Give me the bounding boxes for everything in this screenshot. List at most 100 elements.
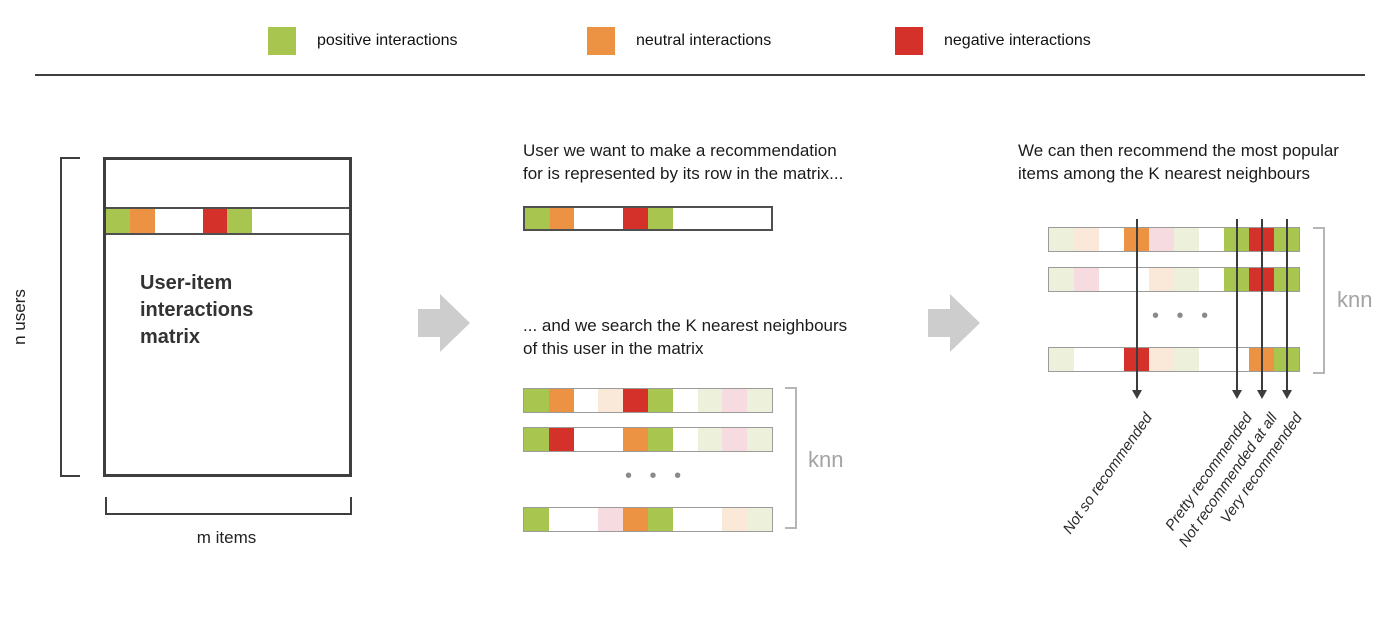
interaction-cell [1149, 348, 1174, 371]
interaction-cell [1149, 268, 1174, 291]
interaction-cell [672, 389, 698, 412]
right-caption: We can then recommend the most popular i… [1018, 139, 1339, 185]
interaction-cell [697, 208, 722, 229]
popular-items-row-1 [1048, 227, 1300, 252]
interaction-cell [598, 508, 624, 531]
interaction-cell [524, 508, 549, 531]
n-users-bracket [60, 157, 80, 477]
interaction-cell [1199, 348, 1224, 371]
popular-items-row-3 [1048, 347, 1300, 372]
interaction-cell [1074, 228, 1099, 251]
interaction-cell [598, 428, 624, 451]
legend-label-negative: negative interactions [944, 32, 1091, 49]
n-users-label: n users [10, 289, 29, 345]
interaction-cell [747, 428, 772, 451]
interaction-cell [227, 209, 252, 233]
middle-caption-top-line2: for is represented by its row in the mat… [523, 164, 844, 183]
interaction-cell [697, 428, 723, 451]
target-user-row [523, 206, 773, 231]
item-arrow-1-line [1136, 219, 1138, 391]
flow-arrow-2-body [928, 309, 950, 337]
interaction-cell [1049, 228, 1074, 251]
interaction-cell [647, 208, 673, 229]
interaction-cell [573, 508, 599, 531]
interaction-cell [672, 208, 698, 229]
interaction-cell [1049, 268, 1074, 291]
interaction-cell [106, 209, 131, 233]
middle-caption-top: User we want to make a recommendation fo… [523, 139, 843, 185]
interaction-cell [1049, 348, 1074, 371]
interaction-cell [549, 208, 575, 229]
middle-knn-bracket [785, 387, 797, 529]
interaction-cell [1074, 268, 1099, 291]
interaction-cell [276, 209, 301, 233]
interaction-cell [623, 389, 648, 412]
knn-neighbour-row-3 [523, 507, 773, 532]
middle-caption-bottom-line2: of this user in the matrix [523, 339, 704, 358]
interaction-cell [251, 209, 277, 233]
right-caption-line2: items among the K nearest neighbours [1018, 164, 1311, 183]
interaction-cell [598, 208, 624, 229]
interaction-cell [324, 209, 349, 233]
interaction-cell [1099, 268, 1124, 291]
interaction-cell [300, 209, 325, 233]
negative-swatch [895, 27, 923, 55]
matrix-title-line3: matrix [140, 326, 201, 348]
item-arrow-2-line [1236, 219, 1238, 391]
interaction-cell [1074, 348, 1099, 371]
interaction-cell [747, 389, 772, 412]
knn-neighbour-row-2 [523, 427, 773, 452]
middle-ellipsis: • • • [625, 465, 688, 487]
legend-item-positive: positive interactions [268, 27, 458, 55]
positive-swatch [268, 27, 296, 55]
interaction-cell [623, 508, 648, 531]
item-arrow-3-line [1261, 219, 1263, 391]
interaction-cell [746, 208, 771, 229]
rec-label-not-so-recommended: Not so recommended [1059, 410, 1156, 538]
middle-knn-label: knn [808, 447, 844, 472]
interaction-cell [1174, 228, 1199, 251]
flow-arrow-1-head [440, 294, 470, 352]
interaction-cell [722, 428, 748, 451]
interaction-cell [697, 508, 723, 531]
interaction-cell [548, 508, 574, 531]
item-arrow-2-head [1232, 390, 1242, 399]
flow-arrow-2-head [950, 294, 980, 352]
interaction-cell [722, 508, 748, 531]
interaction-cell [573, 428, 599, 451]
legend-label-positive: positive interactions [317, 32, 458, 49]
m-items-label: m items [196, 528, 257, 547]
legend-item-negative: negative interactions [895, 27, 1091, 55]
flow-arrow-1-body [418, 309, 440, 337]
interaction-cell [178, 209, 204, 233]
highlighted-user-row [106, 207, 349, 235]
interaction-cell [721, 208, 747, 229]
interaction-cell [574, 208, 599, 229]
interaction-cell [203, 209, 228, 233]
interaction-cell [1174, 348, 1199, 371]
m-items-bracket [105, 497, 352, 515]
header-divider [35, 74, 1365, 76]
interaction-cell [722, 389, 748, 412]
interaction-cell [647, 508, 673, 531]
right-ellipsis: • • • [1152, 305, 1215, 327]
interaction-cell [524, 389, 549, 412]
middle-caption-top-line1: User we want to make a recommendation [523, 141, 837, 160]
interaction-cell [598, 389, 624, 412]
interaction-cell [1199, 228, 1224, 251]
interaction-cell [548, 389, 574, 412]
legend-item-neutral: neutral interactions [587, 27, 771, 55]
middle-caption-bottom: ... and we search the K nearest neighbou… [523, 314, 847, 360]
knn-neighbour-row-1 [523, 388, 773, 413]
interaction-cell [1149, 228, 1174, 251]
item-arrow-4-head [1282, 390, 1292, 399]
interaction-cell [525, 208, 550, 229]
interaction-cell [130, 209, 155, 233]
interaction-cell [1174, 268, 1199, 291]
interaction-cell [647, 389, 673, 412]
interaction-cell [1199, 268, 1224, 291]
rec-label-not-recommended-at-all: Not recommended at all [1175, 410, 1281, 551]
interaction-cell [524, 428, 549, 451]
interaction-cell [672, 428, 698, 451]
right-knn-label: knn [1337, 287, 1373, 312]
